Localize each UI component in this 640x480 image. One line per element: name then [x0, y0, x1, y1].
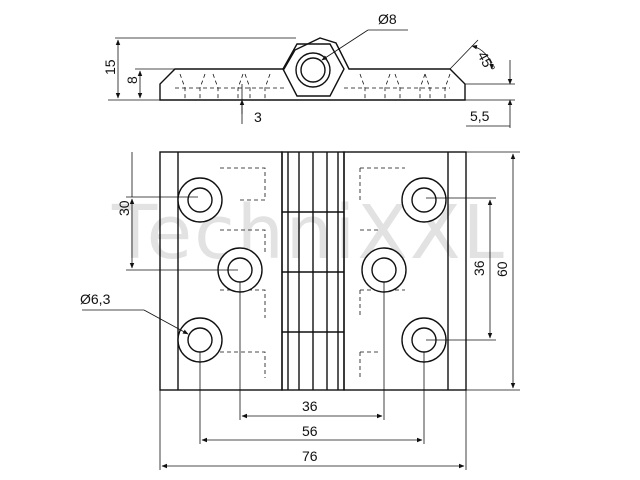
- dim-76-label: 76: [302, 448, 318, 464]
- dim-chamfer-label: 45°: [475, 49, 499, 75]
- pin-circle-inner: [300, 57, 326, 83]
- top-view: 15 8 3 Ø8 45° 5,5: [102, 11, 515, 128]
- top-hidden-holes: [175, 73, 451, 100]
- dim-5-5-label: 5,5: [470, 108, 490, 124]
- dim-8-label: 8: [124, 76, 140, 84]
- dim-36-horizontal-label: 36: [302, 398, 318, 414]
- dim-36-vertical-label: 36: [471, 260, 487, 276]
- dim-3-label: 3: [254, 109, 262, 125]
- knuckle-stack: [281, 151, 345, 391]
- chamfer-ext-line: [449, 39, 479, 70]
- pin-circle-outer: [295, 52, 331, 88]
- dim-56-label: 56: [302, 423, 318, 439]
- pin-leader: [321, 29, 369, 61]
- dim-60-label: 60: [494, 261, 510, 277]
- hole-left-upper: [177, 177, 223, 223]
- dim-15-label: 15: [102, 59, 118, 75]
- dim-hole-diameter: Ø6,3: [80, 291, 111, 307]
- hole-right-upper: [401, 177, 447, 223]
- front-view: 30 36 60 Ø6,3 36 56 76: [80, 151, 520, 470]
- watermark: TechniXXL: [111, 190, 506, 276]
- top-plate-outline: [159, 37, 466, 101]
- hole-leader: [143, 309, 189, 335]
- hole-left-lower: [177, 317, 223, 363]
- dim-pin-diameter: Ø8: [378, 11, 397, 27]
- chamfer-arc: [471, 44, 494, 70]
- knuckle-hex: [282, 43, 345, 97]
- dim-30-label: 30: [116, 200, 132, 216]
